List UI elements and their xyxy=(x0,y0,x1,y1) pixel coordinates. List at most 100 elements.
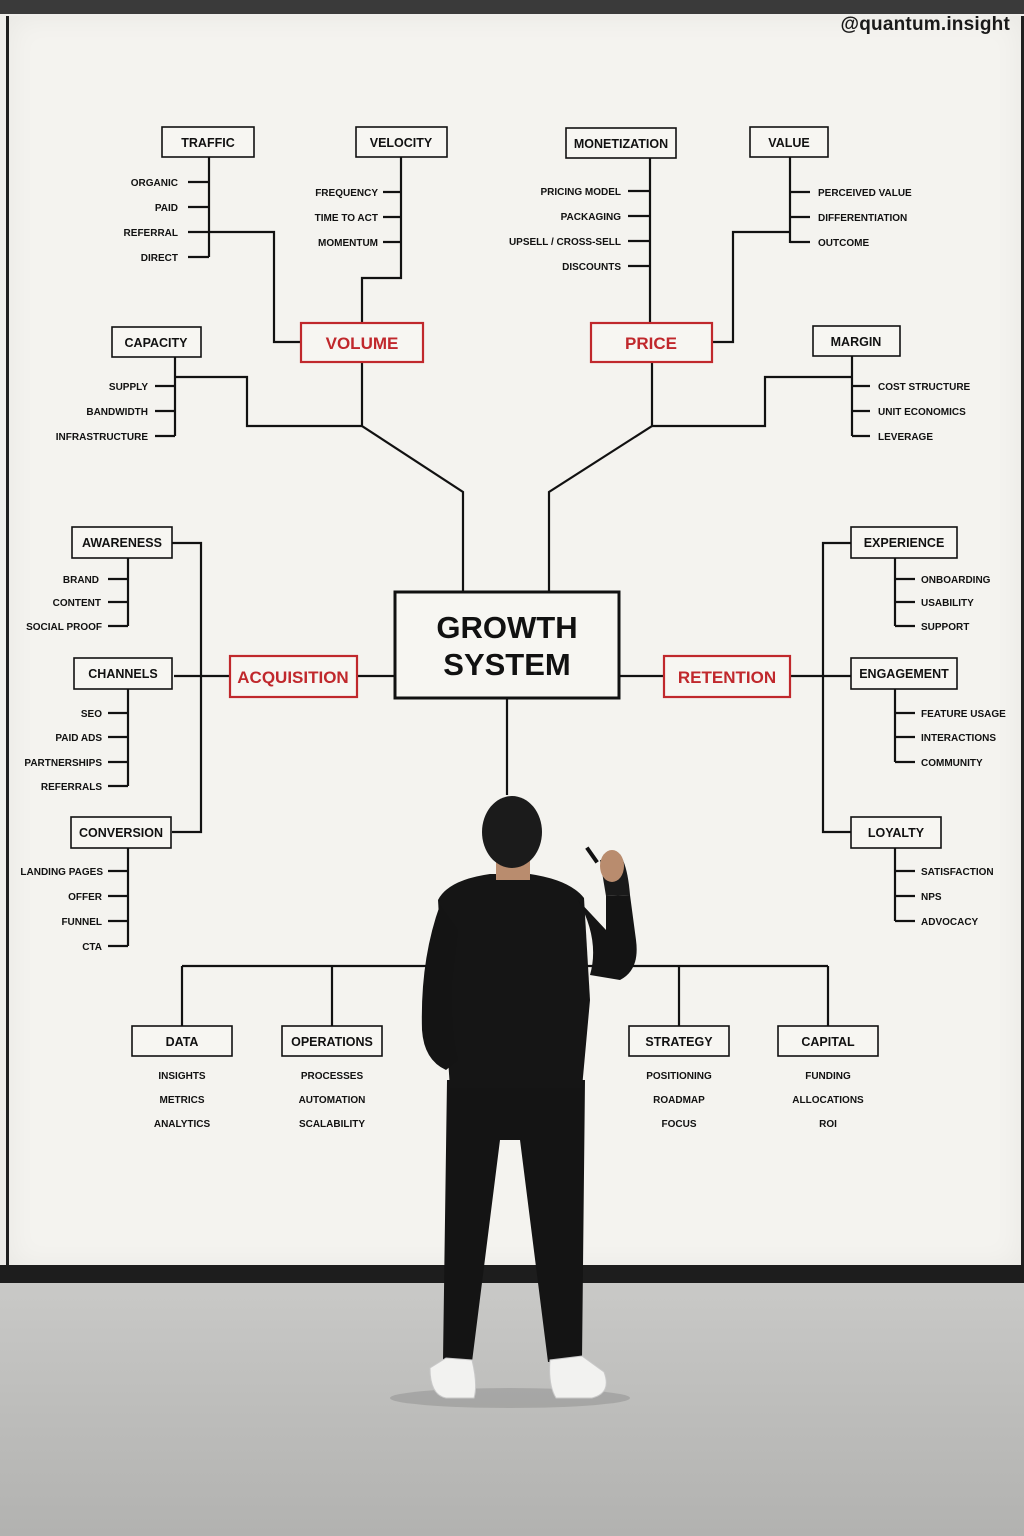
leaf-processes: PROCESSES xyxy=(301,1071,364,1082)
node-engagement-title: ENGAGEMENT xyxy=(859,667,949,681)
connector-lines xyxy=(108,157,915,1026)
leaf-cta: CTA xyxy=(82,942,102,953)
node-capital: CAPITAL xyxy=(777,1025,879,1057)
leaf-bandwidth: BANDWIDTH xyxy=(86,407,148,418)
leaf-community: COMMUNITY xyxy=(921,758,983,769)
leaf-advocacy: ADVOCACY xyxy=(921,917,979,928)
leaf-automation: AUTOMATION xyxy=(299,1095,366,1106)
leaf-supply: SUPPLY xyxy=(109,382,148,393)
leaf-outcome: OUTCOME xyxy=(818,238,869,249)
leaf-leverage: LEVERAGE xyxy=(878,432,933,443)
node-margin: MARGIN xyxy=(812,325,901,357)
leaf-referrals: REFERRALS xyxy=(41,782,102,793)
person-sweater xyxy=(438,874,590,1088)
watermark-handle: @quantum.insight xyxy=(840,14,1010,35)
node-conversion: CONVERSION xyxy=(70,816,172,849)
leaf-labels: ORGANIC PAID REFERRAL DIRECT FREQUENCY T… xyxy=(20,178,1006,1130)
node-traffic: TRAFFIC xyxy=(161,126,255,158)
person-head-hair xyxy=(482,796,542,868)
leaf-direct: DIRECT xyxy=(141,253,178,264)
leaf-roadmap: ROADMAP xyxy=(653,1095,705,1106)
right-shoe xyxy=(549,1355,607,1399)
leaf-social-proof: SOCIAL PROOF xyxy=(26,622,102,633)
leaf-packaging: PACKAGING xyxy=(561,212,622,223)
node-capacity: CAPACITY xyxy=(111,326,202,358)
node-experience-title: EXPERIENCE xyxy=(864,536,945,550)
node-channels: CHANNELS xyxy=(73,657,173,690)
node-velocity-title: VELOCITY xyxy=(370,136,433,150)
leaf-satisfaction: SATISFACTION xyxy=(921,867,994,878)
center-title-line1: GROWTH xyxy=(436,610,577,645)
leaf-brand: BRAND xyxy=(63,575,99,586)
leaf-frequency: FREQUENCY xyxy=(315,188,378,199)
node-loyalty: LOYALTY xyxy=(850,816,942,849)
node-awareness-title: AWARENESS xyxy=(82,536,162,550)
node-engagement: ENGAGEMENT xyxy=(850,657,958,690)
node-strategy-title: STRATEGY xyxy=(645,1035,713,1049)
node-operations-title: OPERATIONS xyxy=(291,1035,373,1049)
branch-retention: RETENTION xyxy=(662,654,792,699)
node-experience: EXPERIENCE xyxy=(850,526,958,559)
leaf-analytics: ANALYTICS xyxy=(154,1119,211,1130)
branch-acquisition: ACQUISITION xyxy=(228,654,359,699)
leaf-usability: USABILITY xyxy=(921,598,974,609)
leaf-referral: REFERRAL xyxy=(124,228,178,239)
leaf-differentiation: DIFFERENTIATION xyxy=(818,213,907,224)
person-right-arm xyxy=(578,895,637,980)
leaf-roi: ROI xyxy=(819,1119,837,1130)
node-value: VALUE xyxy=(749,126,829,158)
leaf-metrics: METRICS xyxy=(160,1095,205,1106)
leaf-time-to-act: TIME TO ACT xyxy=(315,213,378,224)
branch-acquisition-label: ACQUISITION xyxy=(237,668,348,687)
person-figure xyxy=(390,796,637,1408)
leaf-paid: PAID xyxy=(155,203,178,214)
node-velocity: VELOCITY xyxy=(355,126,448,158)
person-left-arm xyxy=(421,905,458,1070)
node-data: DATA xyxy=(131,1025,233,1057)
leaf-funnel: FUNNEL xyxy=(61,917,102,928)
left-shoe xyxy=(429,1357,477,1399)
center-node: GROWTH SYSTEM xyxy=(393,590,621,700)
leaf-infrastructure: INFRASTRUCTURE xyxy=(56,432,149,443)
node-data-title: DATA xyxy=(166,1035,199,1049)
node-monetization-title: MONETIZATION xyxy=(574,137,668,151)
leaf-discounts: DISCOUNTS xyxy=(562,262,621,273)
branch-retention-label: RETENTION xyxy=(678,668,776,687)
floor xyxy=(0,1283,1024,1536)
leaf-allocations: ALLOCATIONS xyxy=(792,1095,864,1106)
node-operations: OPERATIONS xyxy=(281,1025,383,1057)
leaf-focus: FOCUS xyxy=(662,1119,697,1130)
node-traffic-title: TRAFFIC xyxy=(181,136,234,150)
leaf-offer: OFFER xyxy=(68,892,103,903)
leaf-cost-structure: COST STRUCTURE xyxy=(878,382,971,393)
leaf-perceived-value: PERCEIVED VALUE xyxy=(818,188,912,199)
node-capital-title: CAPITAL xyxy=(801,1035,855,1049)
leaf-seo: SEO xyxy=(81,709,102,720)
leaf-feature-usage: FEATURE USAGE xyxy=(921,709,1006,720)
branch-volume: VOLUME xyxy=(299,321,425,364)
leaf-upsell: UPSELL / CROSS-SELL xyxy=(509,237,621,248)
leaf-scalability: SCALABILITY xyxy=(299,1119,365,1130)
sub-nodes: TRAFFIC VELOCITY MONETIZATION VALUE CAPA… xyxy=(70,126,958,1057)
node-margin-title: MARGIN xyxy=(831,335,882,349)
leaf-paid-ads: PAID ADS xyxy=(55,733,102,744)
leaf-partnerships: PARTNERSHIPS xyxy=(24,758,102,769)
node-channels-title: CHANNELS xyxy=(88,667,157,681)
leaf-unit-economics: UNIT ECONOMICS xyxy=(878,407,966,418)
node-awareness: AWARENESS xyxy=(71,526,173,559)
person-hand xyxy=(600,850,624,882)
node-monetization: MONETIZATION xyxy=(565,127,677,159)
node-value-title: VALUE xyxy=(768,136,809,150)
branch-price: PRICE xyxy=(589,321,714,364)
leaf-insights: INSIGHTS xyxy=(158,1071,206,1082)
marker-icon xyxy=(585,846,599,864)
leaf-interactions: INTERACTIONS xyxy=(921,733,996,744)
leaf-landing-pages: LANDING PAGES xyxy=(20,867,103,878)
person-legs xyxy=(443,1080,585,1362)
center-title-line2: SYSTEM xyxy=(443,647,570,682)
node-loyalty-title: LOYALTY xyxy=(868,826,925,840)
leaf-positioning: POSITIONING xyxy=(646,1071,712,1082)
leaf-momentum: MOMENTUM xyxy=(318,238,378,249)
